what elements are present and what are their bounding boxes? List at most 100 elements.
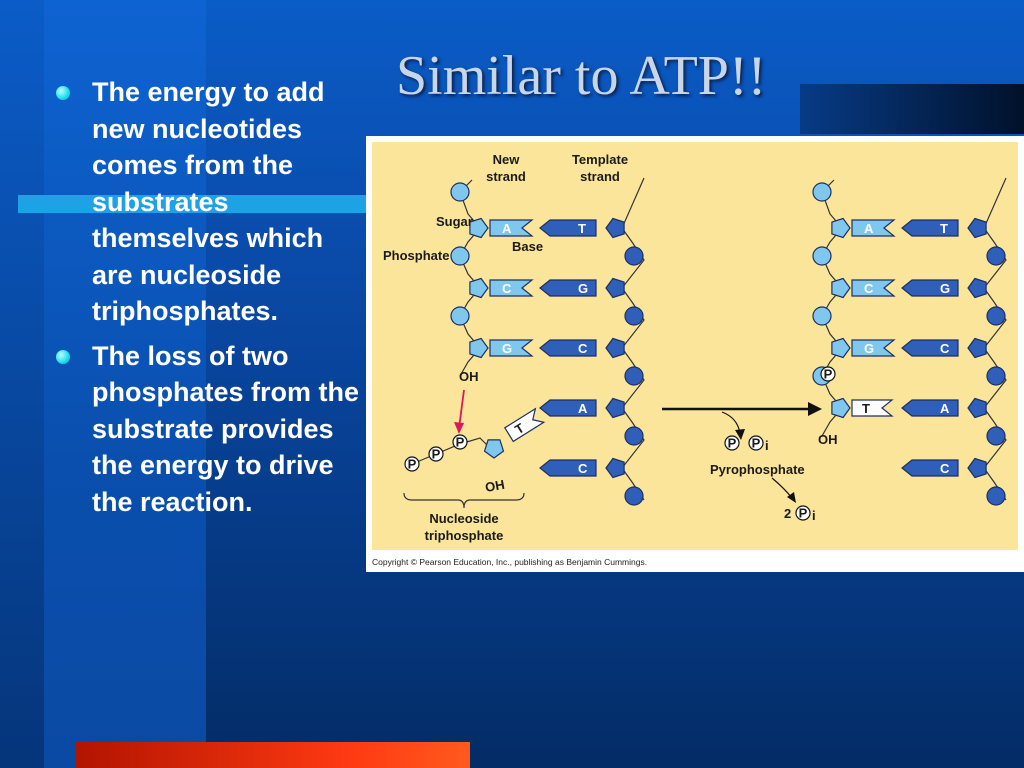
decor-bar-left: [0, 0, 44, 768]
incoming-phosphate-1-letter: P: [408, 457, 417, 472]
new-strand-sugar: [469, 277, 489, 299]
label-sugar: Sugar: [436, 214, 473, 229]
nucleoside-brace: [403, 492, 525, 509]
new-base-letter: G: [864, 341, 874, 356]
label-oh-left: OH: [459, 369, 479, 384]
incoming-phosphate-1: [404, 456, 420, 472]
inorganic-phosphate-subscript: i: [812, 508, 816, 523]
template-base-block: [901, 399, 959, 417]
new-base-block: [489, 279, 534, 297]
bullet-item: The energy to add new nucleotides comes …: [50, 74, 360, 330]
copyright-text: Copyright © Pearson Education, Inc., pub…: [372, 557, 647, 567]
template-strand-sugar: [605, 277, 625, 299]
right-linkage-phosphate: [820, 366, 836, 382]
label-template-strand-2: strand: [580, 169, 620, 184]
bullet-text: The energy to add new nucleotides comes …: [92, 77, 325, 326]
pyro-phosphate-2-subscript: i: [765, 438, 769, 453]
template-strand-sugar: [967, 277, 987, 299]
new-base-letter: A: [864, 221, 874, 236]
pyro-phosphate-1-letter: P: [728, 436, 737, 451]
bullet-dot-icon: [56, 86, 70, 100]
template-base-letter: C: [940, 341, 950, 356]
template-base-letter: C: [578, 341, 588, 356]
new-base-block: [851, 219, 896, 237]
release-arrow-head: [735, 429, 745, 440]
template-strand-sugar: [967, 337, 987, 359]
new-base-block: [489, 219, 534, 237]
new-strand-sugar: [469, 217, 489, 239]
incoming-base-group: T: [503, 407, 546, 443]
decor-bar-cyan: [18, 195, 378, 213]
new-base-letter: C: [502, 281, 512, 296]
new-base-block: [851, 399, 894, 417]
template-strand-phosphate: [986, 426, 1006, 446]
attack-arrow: [458, 389, 465, 429]
template-base-block: [901, 279, 959, 297]
bullet-dot-icon: [56, 349, 70, 364]
bullet-item: The loss of two phosphates from the subs…: [50, 338, 360, 521]
label-oh-right: OH: [818, 432, 838, 447]
pyro-phosphate-2: [748, 435, 764, 451]
attack-arrow-head: [454, 422, 464, 434]
label-pyrophosphate: Pyrophosphate: [710, 462, 805, 477]
template-base-letter: A: [940, 401, 950, 416]
template-strand-sugar: [605, 457, 625, 479]
template-strand-phosphate: [624, 306, 644, 326]
template-base-block: [539, 279, 597, 297]
template-strand-sugar: [605, 337, 625, 359]
template-strand-sugar: [967, 217, 987, 239]
new-base-letter: G: [502, 341, 512, 356]
new-strand-phosphate: [450, 246, 470, 266]
template-strand-sugar: [967, 397, 987, 419]
incoming-phosphate-2: [428, 446, 444, 462]
new-base-block: [851, 339, 896, 357]
label-nucleoside-2: triphosphate: [425, 528, 504, 543]
new-strand-phosphate: [450, 306, 470, 326]
slide-title: Similar to ATP!!: [396, 45, 767, 107]
template-base-letter: T: [578, 221, 586, 236]
decor-bar-red: [76, 742, 470, 768]
incoming-phosphate-3-letter: P: [456, 435, 465, 450]
label-template-strand-1: Template: [572, 152, 628, 167]
new-base-block: [489, 339, 534, 357]
incoming-base-block: [503, 407, 546, 443]
bullet-list: The energy to add new nucleotides comes …: [50, 74, 360, 528]
pyro-phosphate-2-letter: P: [752, 436, 761, 451]
label-phosphate: Phosphate: [383, 248, 449, 263]
incoming-phosphate-3: [452, 434, 468, 450]
new-strand-sugar: [831, 337, 851, 359]
decor-bar-left-inner: [44, 0, 206, 768]
new-strand-phosphate: [812, 246, 832, 266]
template-strand-sugar: [967, 457, 987, 479]
template-strand-phosphate: [624, 486, 644, 506]
template-base-block: [901, 219, 959, 237]
new-strand-sugar: [831, 277, 851, 299]
right-linkage-phosphate-letter: P: [824, 367, 833, 382]
label-new-strand-1: New: [493, 152, 521, 167]
reaction-arrow-head: [808, 402, 822, 416]
template-base-letter: A: [578, 401, 588, 416]
template-base-block: [539, 339, 597, 357]
template-strand-phosphate: [986, 366, 1006, 386]
incoming-phosphate-2-letter: P: [432, 447, 441, 462]
new-base-letter: C: [864, 281, 874, 296]
new-base-block: [851, 279, 896, 297]
template-strand-sugar: [605, 217, 625, 239]
figure-static-labels: New strand Template strand Sugar Phospha…: [372, 152, 838, 567]
template-base-letter: G: [940, 281, 950, 296]
incoming-sugar: [483, 439, 505, 459]
inorganic-phosphate-letter: P: [799, 506, 808, 521]
label-two: 2: [784, 506, 791, 521]
template-strand-phosphate: [986, 486, 1006, 506]
label-new-strand-2: strand: [486, 169, 526, 184]
template-strand-sugar: [605, 397, 625, 419]
template-strand-phosphate: [624, 246, 644, 266]
template-base-letter: T: [940, 221, 948, 236]
template-strand-phosphate: [624, 426, 644, 446]
hydrolysis-arrow-head: [787, 492, 796, 503]
template-strand-phosphate: [986, 246, 1006, 266]
template-base-letter: C: [578, 461, 588, 476]
